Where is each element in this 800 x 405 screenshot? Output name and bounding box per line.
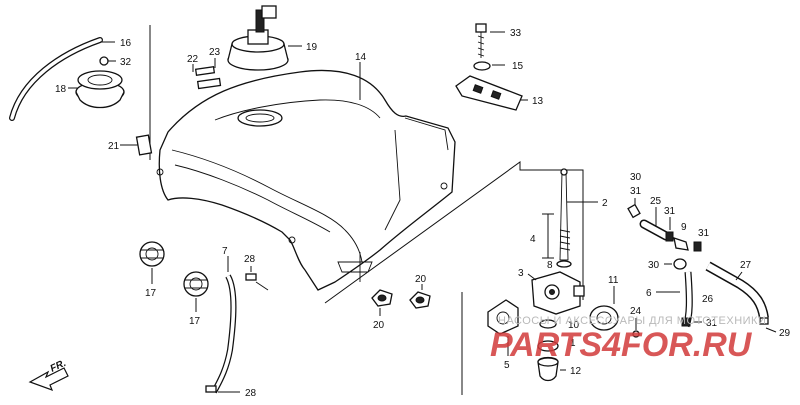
gasket-10	[537, 319, 559, 352]
clip-31-low	[681, 317, 691, 327]
clip-28-lower	[205, 385, 217, 393]
label-14: 14	[355, 52, 367, 63]
filler-neck-18	[75, 70, 125, 109]
label-19: 19	[306, 42, 318, 53]
label-24: 24	[630, 306, 642, 317]
leader-29	[765, 327, 777, 333]
label-16: 16	[120, 38, 132, 49]
label-12: 12	[570, 366, 582, 377]
front-arrow-icon	[28, 367, 69, 392]
bolt-33	[475, 23, 487, 58]
sediment-cup-12	[537, 356, 559, 382]
label-7: 7	[222, 246, 228, 257]
label-4: 4	[530, 234, 536, 245]
label-30a: 30	[630, 172, 642, 183]
label-8: 8	[547, 260, 553, 271]
label-31b: 31	[664, 206, 676, 217]
emblem-22	[194, 66, 216, 76]
label-15: 15	[512, 61, 524, 72]
label-27: 27	[740, 260, 752, 271]
washer-15	[473, 61, 491, 71]
petcock-body-3	[531, 271, 585, 315]
label-25: 25	[650, 196, 662, 207]
filler-cap	[227, 5, 289, 71]
diaphragm-11	[589, 305, 619, 331]
label-17b: 17	[189, 316, 201, 327]
bracket-4	[542, 213, 554, 259]
clip-31-top	[627, 203, 641, 219]
label-3: 3	[518, 268, 524, 279]
lever-5	[487, 299, 519, 335]
label-1: 1	[570, 338, 576, 349]
clip-pin	[255, 281, 269, 291]
label-32: 32	[120, 57, 132, 68]
t-joint-9	[673, 237, 689, 251]
frame-line-petcock	[324, 161, 584, 304]
watermark-caption: НАСОСЫ И АКСЕССУАРЫ ДЛЯ МОТОТЕХНИКИ	[498, 315, 766, 327]
o-ring-8	[556, 260, 572, 268]
leader-27	[735, 271, 743, 281]
grommet-20-left	[371, 289, 393, 307]
label-26: 26	[702, 294, 714, 305]
clip-31-mid	[665, 231, 674, 242]
label-17a: 17	[145, 288, 157, 299]
screw-24	[632, 330, 640, 338]
label-29: 29	[779, 328, 791, 339]
label-30b: 30	[648, 260, 660, 271]
label-6: 6	[646, 288, 652, 299]
label-18: 18	[55, 84, 67, 95]
clip-28-upper	[245, 273, 257, 281]
label-23: 23	[209, 47, 221, 58]
label-20a: 20	[373, 320, 385, 331]
label-31d: 31	[706, 318, 718, 329]
clip-30	[673, 258, 687, 270]
label-31a: 31	[630, 186, 642, 197]
label-28a: 28	[244, 254, 256, 265]
label-22: 22	[187, 54, 199, 65]
o-ring-32	[99, 56, 109, 66]
label-13: 13	[532, 96, 544, 107]
damper-17-lower	[183, 271, 209, 297]
label-5: 5	[504, 360, 510, 371]
emblem-22b	[196, 77, 222, 90]
label-33: 33	[510, 28, 522, 39]
label-10: 10	[568, 320, 580, 331]
watermark-logo: PARTS4FOR.RU	[490, 326, 753, 364]
clip-29	[759, 317, 769, 325]
grommet-20-right	[409, 291, 431, 309]
filter-pipe-4	[559, 168, 571, 261]
mark-21	[135, 134, 153, 156]
leader-3	[527, 273, 537, 281]
fuel-tank	[156, 69, 456, 291]
bracket-13	[455, 75, 523, 111]
clip-31-right	[693, 241, 702, 252]
label-31c: 31	[698, 228, 710, 239]
damper-17-upper	[139, 241, 165, 267]
label-2: 2	[602, 198, 608, 209]
label-21: 21	[108, 141, 120, 152]
label-20b: 20	[415, 274, 427, 285]
label-11: 11	[608, 275, 619, 286]
label-28b: 28	[245, 388, 257, 399]
label-9: 9	[681, 222, 687, 233]
